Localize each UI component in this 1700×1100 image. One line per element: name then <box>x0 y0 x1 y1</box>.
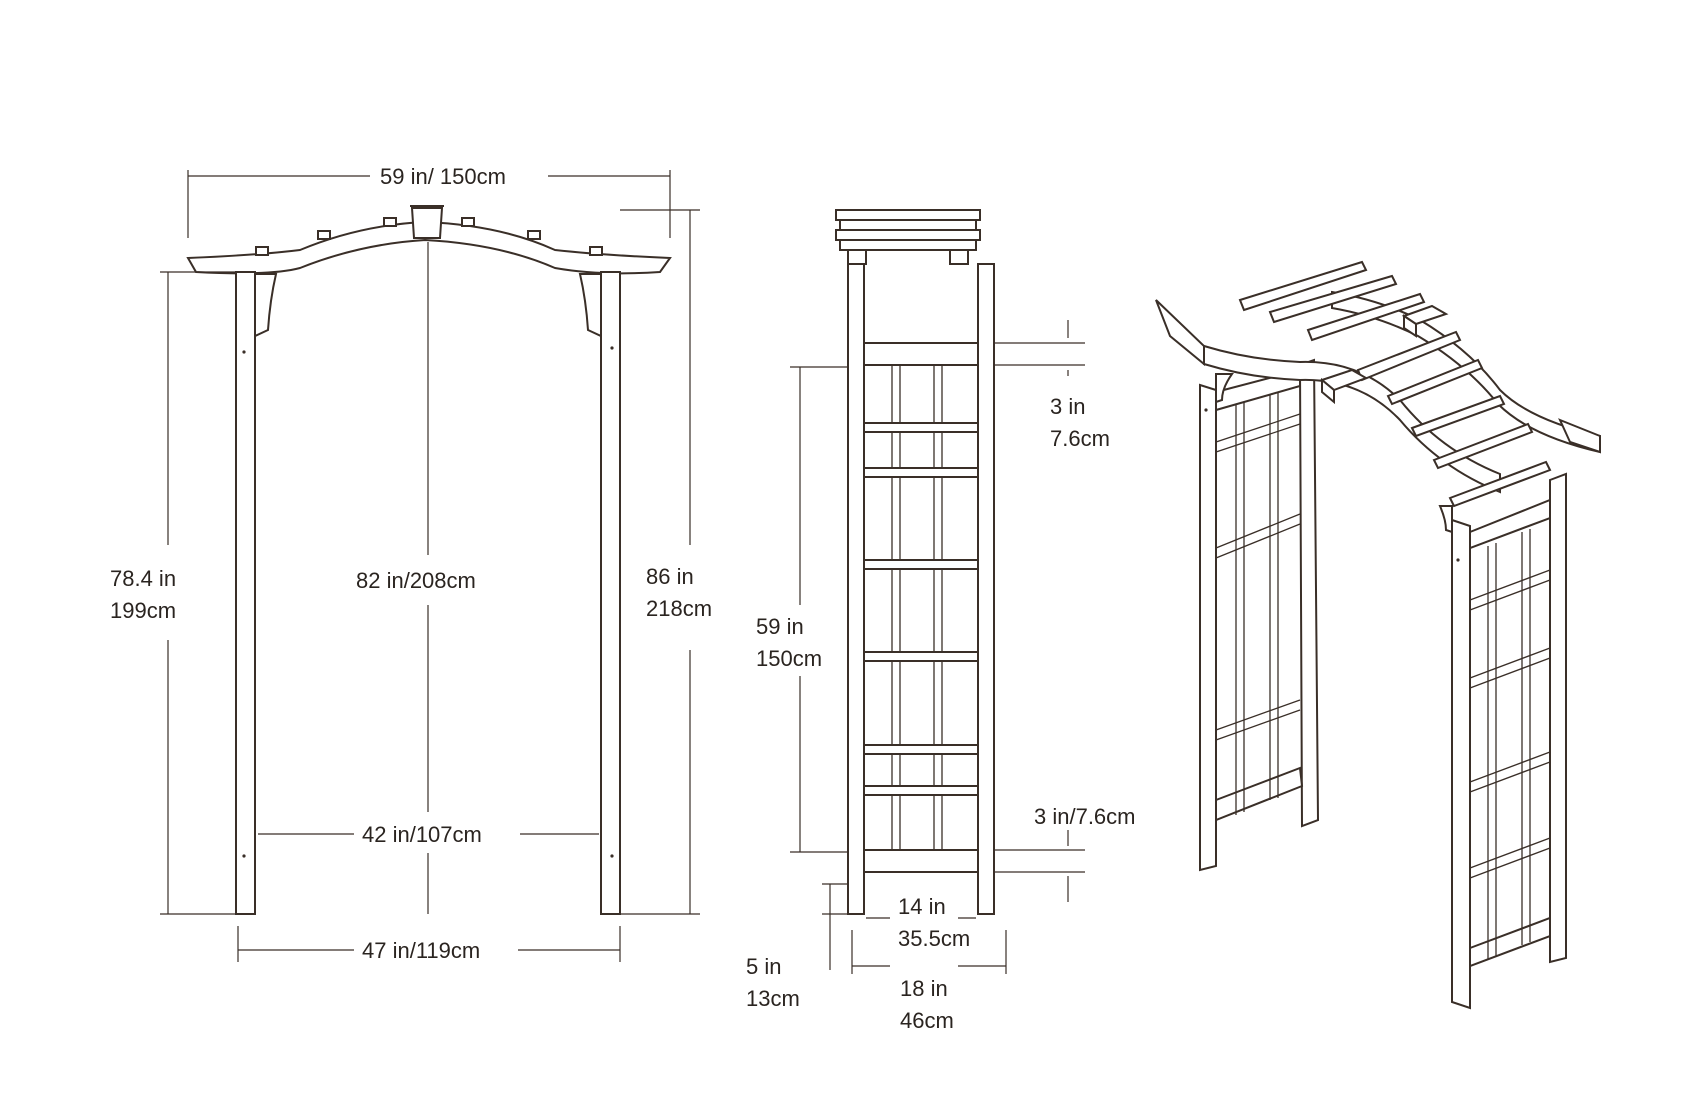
label-inner-depth-cm: 35.5cm <box>898 926 970 951</box>
label-top-spacing-cm: 7.6cm <box>1050 426 1110 451</box>
label-foot-height-in: 5 in <box>746 954 781 979</box>
right-bracket <box>578 273 602 338</box>
label-lattice-height-in: 59 in <box>756 614 804 639</box>
label-bottom-spacing: 3 in/7.6cm <box>1034 804 1136 829</box>
front-left-post <box>235 271 256 915</box>
planter-cap <box>410 207 444 239</box>
label-total-height-in: 86 in <box>646 564 694 589</box>
label-inner-width: 42 in/107cm <box>362 822 482 847</box>
label-post-height-cm: 199cm <box>110 598 176 623</box>
side-back-post <box>977 263 995 915</box>
label-outer-depth-cm: 46cm <box>900 1008 954 1033</box>
label-lattice-height-cm: 150cm <box>756 646 822 671</box>
front-view: 59 in/ 150cm 78.4 in 199cm 82 in/208cm 8… <box>110 164 712 963</box>
label-foot-height-cm: 13cm <box>746 986 800 1011</box>
perspective-right-post-front <box>1451 518 1471 1010</box>
label-center-height: 82 in/208cm <box>356 568 476 593</box>
side-view: 3 in 7.6cm 59 in 150cm 3 in/7.6cm 5 in 1… <box>746 209 1136 1033</box>
side-front-post <box>847 263 865 915</box>
label-total-height-cm: 218cm <box>646 596 712 621</box>
perspective-rafters <box>1238 260 1552 508</box>
left-bracket <box>254 273 278 338</box>
label-post-height-in: 78.4 in <box>110 566 176 591</box>
label-top-width: 59 in/ 150cm <box>380 164 506 189</box>
front-top-beam <box>186 220 672 275</box>
label-outer-width: 47 in/119cm <box>362 938 480 963</box>
front-right-post <box>600 271 621 915</box>
label-inner-depth-in: 14 in <box>898 894 946 919</box>
perspective-view <box>1155 260 1601 1010</box>
rafter-stubs <box>255 217 603 256</box>
label-top-spacing-in: 3 in <box>1050 394 1085 419</box>
label-outer-depth-in: 18 in <box>900 976 948 1001</box>
side-lattice-rails <box>863 422 979 796</box>
